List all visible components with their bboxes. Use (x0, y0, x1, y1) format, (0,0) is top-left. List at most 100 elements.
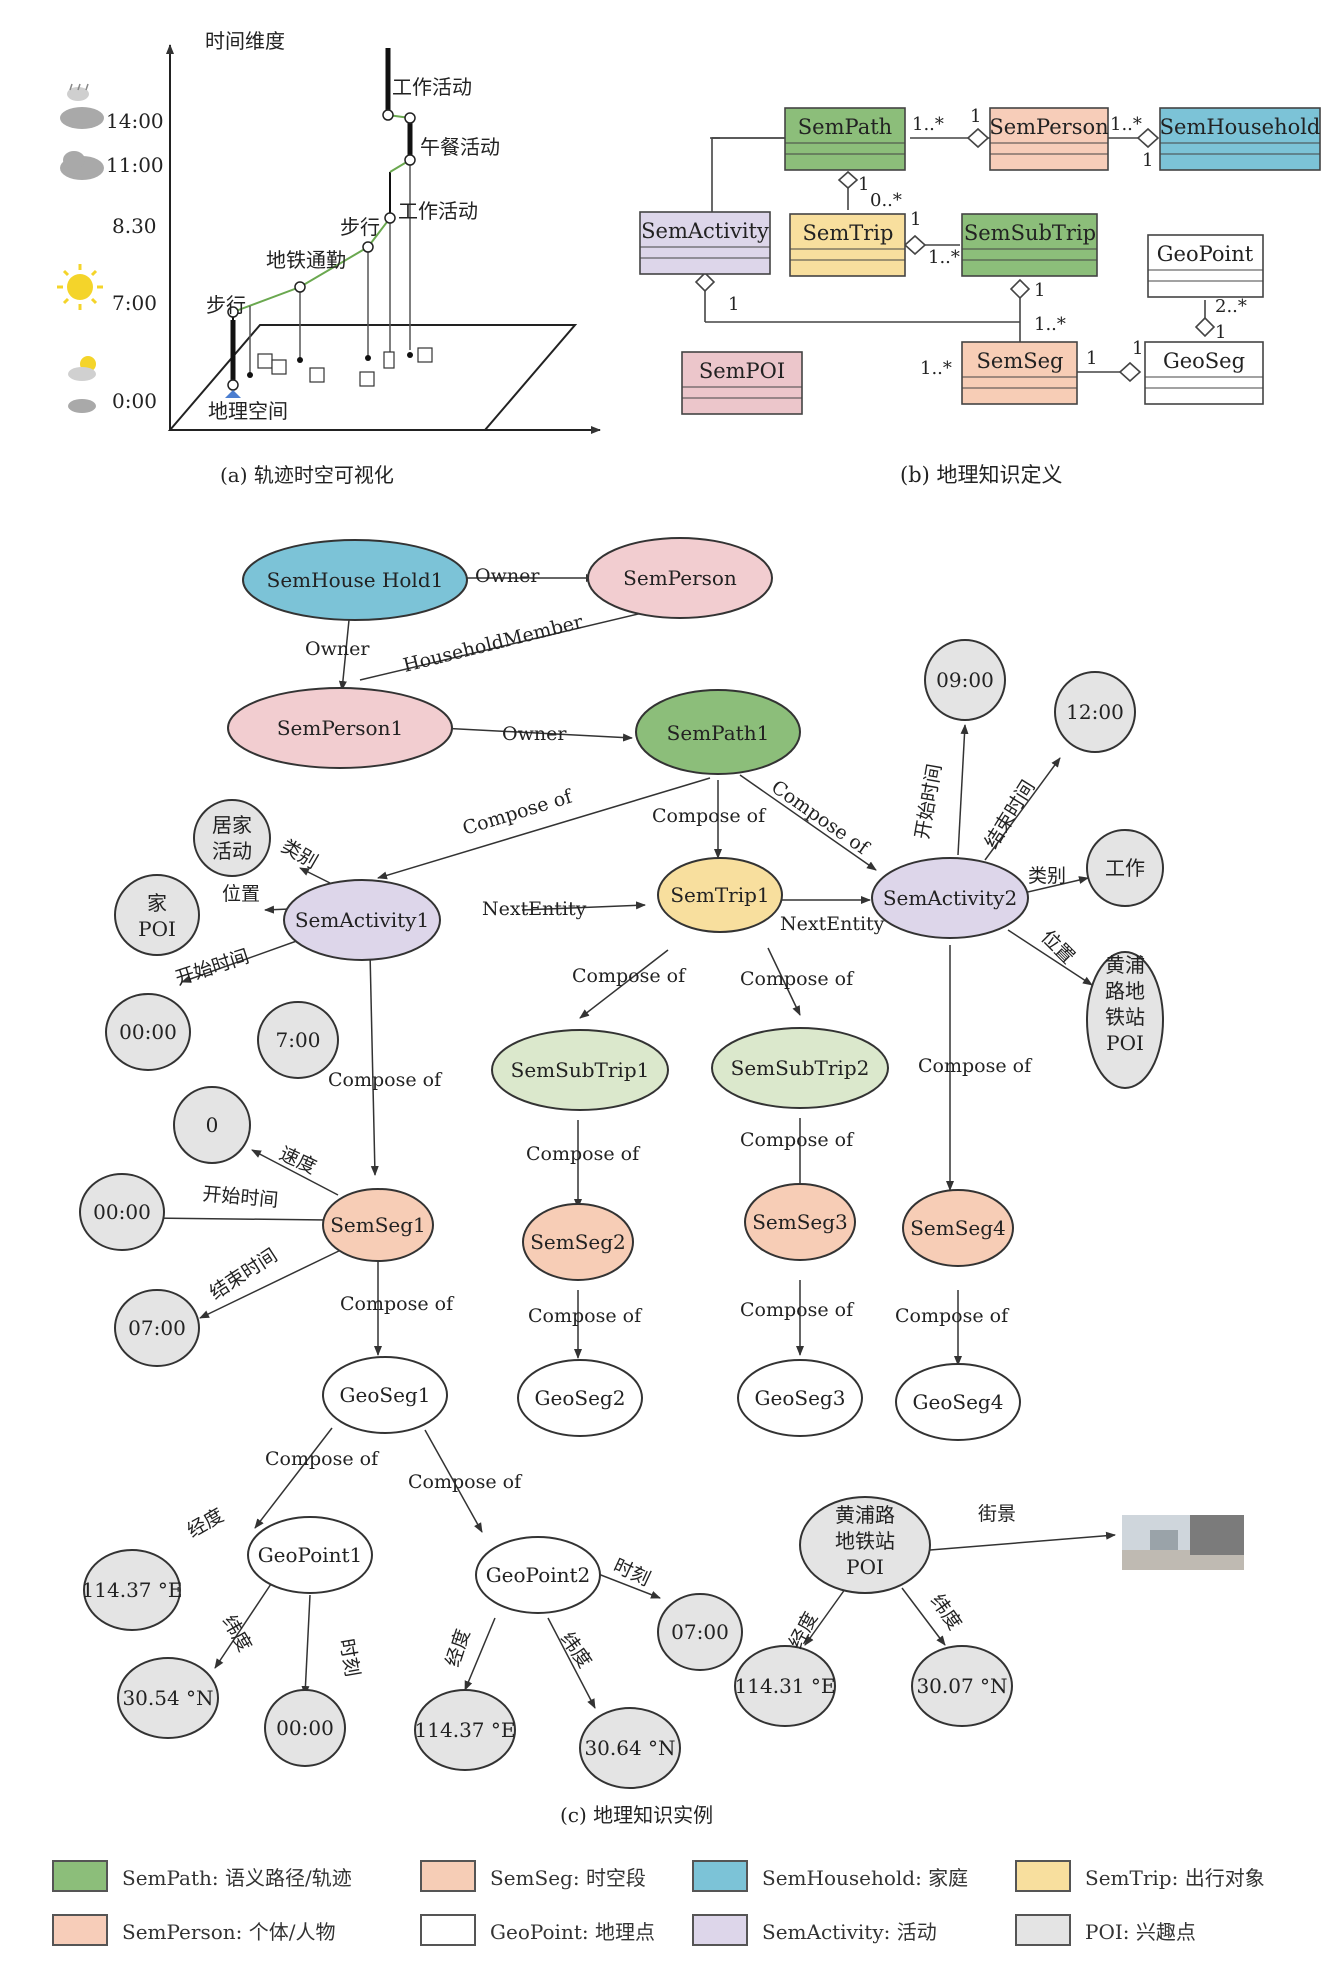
label-geoseg3: GeoSeg3 (755, 1386, 846, 1410)
legend-label: SemHousehold: 家庭 (762, 1865, 969, 1890)
edge-category-2: 类别 (1028, 865, 1066, 887)
label-station-3: POI (846, 1555, 884, 1579)
class-semperson-label: SemPerson (989, 115, 1108, 139)
node-lat1 (117, 1657, 219, 1739)
edge-moment-2: 时刻 (610, 1555, 654, 1591)
legend-label: SemSeg: 时空段 (490, 1865, 646, 1890)
node-station-poi (799, 1496, 931, 1594)
class-semhousehold-label: SemHousehold (1160, 115, 1321, 139)
node-work (1086, 829, 1164, 907)
panel-b-uml-definition: SemPath SemPerson SemHousehold SemActivi… (639, 106, 1321, 487)
activity-label-walk-2: 步行 (340, 215, 380, 239)
edge-end-time-3: 结束时间 (206, 1244, 282, 1304)
node-home-activity (193, 799, 271, 877)
label-sempath1: SemPath1 (667, 721, 770, 745)
panel-a-trajectory-visualization: 时间维度 地理空间 (57, 29, 601, 487)
edge-compose-trip: Compose of (652, 805, 767, 827)
edge-household-member: HouseholdMember (401, 611, 586, 677)
label-semperson: SemPerson (623, 566, 737, 590)
mult-activity-seg: 1 (728, 294, 739, 315)
node-semperson1 (227, 687, 453, 769)
label-t1200: 12:00 (1066, 700, 1124, 724)
node-semactivity1 (283, 879, 441, 961)
edge-next-entity-1: NextEntity (482, 898, 587, 920)
node-geoseg3 (737, 1359, 863, 1437)
label-lat1: 30.54 °N (122, 1686, 213, 1710)
legend-swatch (52, 1914, 108, 1946)
edge-longitude-2: 经度 (442, 1627, 475, 1670)
edge-compose-sub1: Compose of (572, 965, 687, 987)
label-geoseg4: GeoSeg4 (913, 1390, 1004, 1414)
street-view-image (1122, 1515, 1244, 1570)
class-semsubtrip: SemSubTrip (961, 213, 1098, 277)
node-geoseg2 (517, 1359, 643, 1437)
class-semperson: SemPerson (989, 107, 1109, 171)
edge-start-time-2: 开始时间 (911, 762, 946, 841)
edge-compose-seg2: Compose of (526, 1143, 641, 1165)
class-semactivity: SemActivity (639, 211, 771, 275)
node-semseg4 (902, 1189, 1014, 1267)
node-geoseg1 (322, 1356, 448, 1434)
class-sempoi-label: SemPOI (699, 359, 785, 383)
node-semperson (587, 537, 773, 619)
label-home-activity-1: 居家 (212, 813, 252, 837)
time-label-0000: 0:00 (112, 389, 157, 413)
node-lon1 (83, 1549, 181, 1631)
edge-street-view: 街景 (978, 1503, 1016, 1525)
legend-label: GeoPoint: 地理点 (490, 1919, 655, 1944)
label-semseg4: SemSeg4 (910, 1216, 1006, 1240)
node-station-lon (734, 1645, 836, 1727)
time-axis-title: 时间维度 (205, 29, 285, 53)
node-a1-start (105, 993, 191, 1071)
legend-label: POI: 兴趣点 (1085, 1919, 1196, 1944)
label-lon1: 114.37 °E (82, 1578, 183, 1602)
label-semperson1: SemPerson1 (277, 716, 403, 740)
edge-moment-1: 时刻 (335, 1637, 363, 1678)
legend-swatch (692, 1860, 748, 1892)
class-geopoint-label: GeoPoint (1157, 242, 1254, 266)
edge-compose-seg3: Compose of (740, 1129, 855, 1151)
activity-label-lunch: 午餐活动 (420, 135, 500, 159)
node-semseg3 (744, 1183, 856, 1261)
legend-swatch (420, 1860, 476, 1892)
class-semhousehold: SemHousehold (1159, 107, 1321, 171)
edge-start-time-1: 开始时间 (173, 945, 252, 989)
mult-path-trip-bottom: 0..* (870, 190, 902, 211)
mult-sub-seg-top: 1 (1034, 280, 1045, 301)
node-lon2 (414, 1689, 516, 1771)
legend-swatch (1015, 1860, 1071, 1892)
label-home-poi-1: 家 (147, 891, 167, 915)
mult-person-house-right: 1 (1142, 150, 1153, 171)
label-station-lon: 114.31 °E (735, 1674, 836, 1698)
legend-item-geopoint: GeoPoint: 地理点 (420, 1914, 655, 1946)
label-semseg3: SemSeg3 (752, 1210, 848, 1234)
legend-swatch (1015, 1914, 1071, 1946)
edge-category-1: 类别 (278, 835, 322, 873)
edge-latitude-2: 纬度 (556, 1628, 596, 1672)
class-geoseg: GeoSeg (1144, 341, 1264, 405)
label-seg1-start: 00:00 (93, 1200, 151, 1224)
node-semseg2 (522, 1203, 634, 1281)
label-geopoint1: GeoPoint1 (258, 1543, 363, 1567)
class-sempoi: SemPOI (681, 351, 803, 415)
caption-a: (a) 轨迹时空可视化 (220, 463, 394, 487)
ground-plane (167, 324, 578, 431)
edge-owner-2: Owner (305, 638, 370, 660)
space-label: 地理空间 (208, 399, 288, 423)
edge-owner-3: Owner (502, 723, 567, 745)
time-label-1100: 11:00 (106, 153, 164, 177)
label-geopoint2: GeoPoint2 (486, 1563, 591, 1587)
node-semsubtrip2 (711, 1027, 889, 1109)
node-lat2 (579, 1707, 681, 1789)
node-sempath1 (635, 689, 801, 775)
edge-compose-geoseg1: Compose of (340, 1293, 455, 1315)
activity-label-work-2: 工作活动 (392, 75, 472, 99)
node-semseg1 (322, 1188, 434, 1262)
edge-compose-geoseg2: Compose of (528, 1305, 643, 1327)
mult-seg-geo-left: 1 (1086, 348, 1097, 369)
edge-compose-gp1: Compose of (265, 1448, 380, 1470)
label-geoseg1: GeoSeg1 (340, 1383, 431, 1407)
label-huangpu-4: POI (1106, 1031, 1144, 1055)
class-semseg-label: SemSeg (977, 349, 1064, 373)
